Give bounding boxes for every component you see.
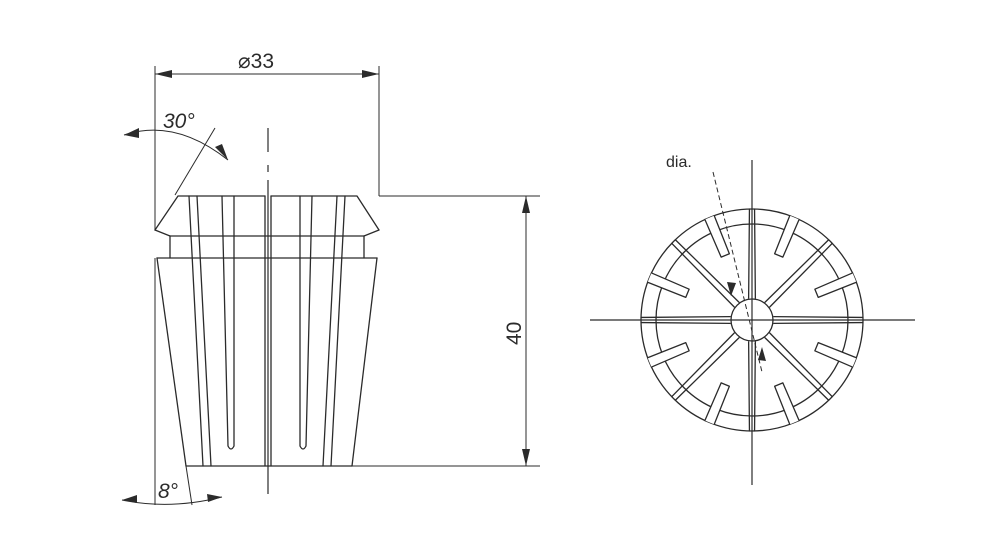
through-slot-7-1	[769, 242, 833, 308]
partial-slot-2	[704, 382, 731, 426]
partial-slot-3	[646, 341, 690, 368]
through-slot-6-0	[747, 208, 751, 299]
through-slot-4-0	[640, 321, 731, 325]
inner-circle	[655, 223, 849, 417]
bore-circle	[730, 298, 774, 342]
collet-end-face	[640, 208, 864, 432]
through-slot-2-1	[747, 341, 751, 432]
partial-slot-4	[646, 272, 690, 299]
collet-body	[154, 195, 380, 467]
through-slot-3-1	[671, 332, 735, 398]
partial-slot-7	[814, 272, 858, 299]
cone-angle-dimension: 30°	[123, 110, 229, 196]
through-slot-3-0	[674, 337, 740, 401]
through-slot-0-1	[773, 321, 864, 325]
taper-angle-dimension: 8°	[121, 258, 223, 506]
length-dimension: 40	[352, 195, 540, 467]
through-slot-7-0	[764, 239, 830, 303]
taper-angle-label: 8°	[158, 480, 178, 503]
cone-angle-label: 30°	[163, 110, 195, 133]
partial-slot-0	[814, 341, 858, 368]
through-slot-1-0	[769, 332, 833, 398]
outer-circle	[640, 208, 864, 432]
partial-slot-5	[704, 214, 731, 258]
partial-slot-1	[773, 382, 800, 426]
bore-label: dia.	[666, 154, 692, 171]
side-view: ⌀33 30°	[121, 50, 540, 506]
through-slot-0-0	[773, 315, 864, 319]
through-slot-5-0	[671, 242, 735, 308]
bore-leader: dia.	[666, 154, 766, 373]
through-slot-1-1	[764, 337, 830, 401]
through-slot-4-1	[640, 315, 731, 319]
end-view: dia.	[590, 154, 915, 485]
length-label: 40	[503, 322, 526, 345]
partial-slot-6	[773, 214, 800, 258]
diameter-label: ⌀33	[238, 50, 274, 73]
through-slot-6-1	[753, 208, 757, 299]
diameter-dimension: ⌀33	[154, 50, 380, 230]
through-slot-2-0	[753, 341, 757, 432]
through-slot-5-1	[674, 239, 740, 303]
